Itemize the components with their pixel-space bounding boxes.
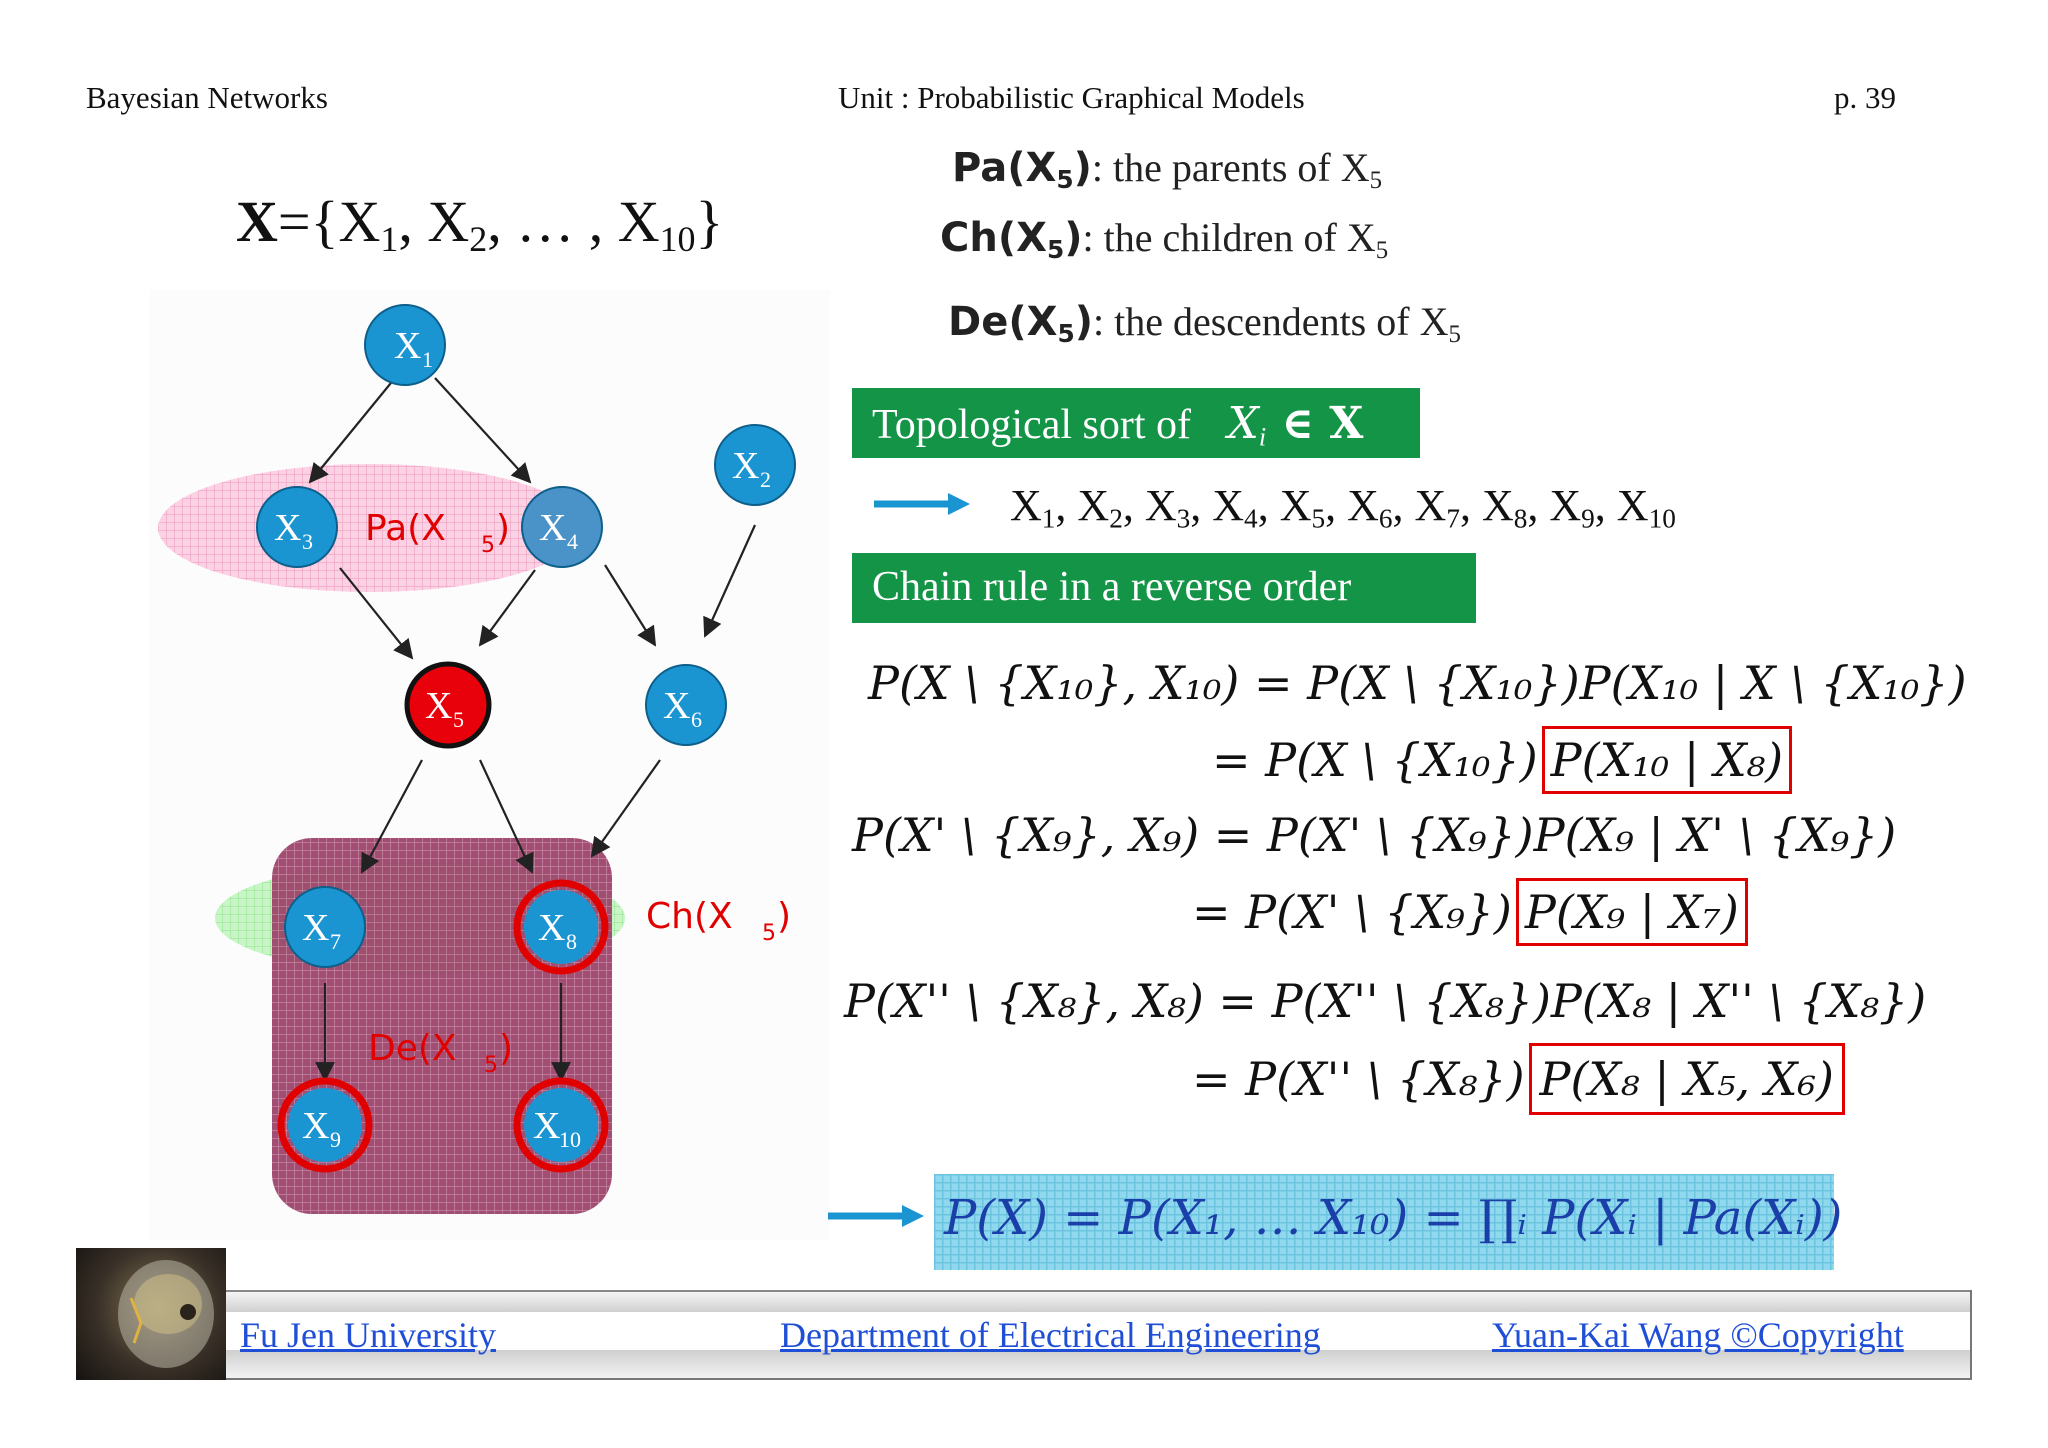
equation-1a: P(X \ {X₁₀}, X₁₀) = P(X \ {X₁₀})P(X₁₀ | …	[868, 656, 1967, 710]
svg-text:Pa(X: Pa(X	[365, 508, 446, 549]
svg-text:3: 3	[302, 529, 313, 554]
svg-text:X: X	[539, 507, 566, 549]
definition-parents: Pa(X5): the parents of X5	[952, 145, 1383, 194]
svg-text:): )	[499, 1028, 513, 1069]
svg-text:9: 9	[330, 1127, 341, 1152]
equation-1b-highlight: P(X₁₀ | X₈)	[1541, 726, 1793, 794]
topological-order: X1, X2, X3, X4, X5, X6, X7, X8, X9, X10	[1010, 480, 1676, 535]
footer-bottom-line	[226, 1378, 1972, 1380]
definition-descendents: De(X5): the descendents of X5	[948, 299, 1461, 348]
svg-text:X: X	[732, 445, 759, 487]
topo-item: X9,	[1549, 481, 1617, 534]
svg-text:5: 5	[453, 707, 464, 732]
topo-item: X4,	[1212, 481, 1280, 534]
node-x7: X 7	[284, 886, 366, 968]
topological-sort-box: Topological sort of Xi ∈ X	[852, 388, 1420, 458]
footer-bottom-bar	[226, 1350, 1972, 1380]
parents-region	[158, 464, 582, 592]
skull-logo	[76, 1248, 226, 1380]
node-x3: X 3	[256, 486, 338, 568]
svg-text:X: X	[302, 1105, 329, 1147]
node-x5: X 5	[404, 661, 492, 749]
blue-arrow-icon-2	[828, 1205, 924, 1227]
svg-text:5: 5	[762, 921, 776, 946]
svg-text:X: X	[663, 685, 690, 727]
graph-edges	[308, 377, 757, 1082]
node-x8: X 8	[513, 879, 609, 975]
definition-children: Ch(X5): the children of X5	[940, 215, 1389, 264]
equation-3b-highlight: P(X₈ | X₅, X₆)	[1528, 1043, 1845, 1115]
footer-university-link[interactable]: Fu Jen University	[240, 1315, 496, 1355]
footer-gradient-bar	[226, 1292, 1972, 1312]
svg-text:5: 5	[484, 1053, 498, 1078]
svg-text:6: 6	[691, 707, 702, 732]
svg-text:): )	[496, 508, 510, 549]
svg-text:2: 2	[760, 467, 771, 492]
chain-rule-box: Chain rule in a reverse order	[852, 553, 1476, 623]
node-x4: X 4	[521, 486, 603, 568]
topo-item: X2,	[1077, 481, 1145, 534]
svg-text:1: 1	[422, 347, 433, 372]
topo-item: X10	[1616, 481, 1676, 534]
footer-department-link[interactable]: Department of Electrical Engineering	[780, 1315, 1321, 1355]
node-x10: X 10	[513, 1077, 609, 1173]
skull-icon	[118, 1260, 214, 1368]
equation-2b-highlight: P(X₉ | X₇)	[1515, 878, 1748, 946]
svg-text:Ch(X: Ch(X	[646, 896, 733, 937]
node-x9: X 9	[277, 1077, 373, 1173]
pa-label: Pa(X 5 )	[365, 508, 510, 558]
node-x1: X 1	[364, 304, 446, 386]
topo-item: X1,	[1010, 481, 1078, 534]
svg-text:X: X	[425, 685, 452, 727]
blue-arrow-icon	[874, 493, 970, 515]
equation-1b: = P(X \ {X₁₀})P(X₁₀ | X₈)	[1212, 726, 1793, 794]
equation-2b: = P(X' \ {X₉})P(X₉ | X₇)	[1192, 878, 1748, 946]
footer-copyright-link[interactable]: Yuan-Kai Wang ©Copyright	[1492, 1315, 1904, 1355]
header-left: Bayesian Networks	[86, 80, 328, 115]
svg-text:10: 10	[559, 1127, 581, 1152]
topo-item: X5,	[1279, 481, 1348, 534]
svg-text:4: 4	[567, 529, 578, 554]
footer-right-edge	[1970, 1290, 1972, 1380]
node-x2: X 2	[714, 424, 796, 506]
svg-text:X: X	[302, 907, 329, 949]
bayesian-network-diagram: X 1 X 2 X 3 X 4 X 5 X 6 X 7 X 8 X	[150, 290, 830, 1240]
svg-text:7: 7	[330, 929, 341, 954]
topo-item: X3,	[1144, 481, 1213, 534]
topo-item: X6,	[1347, 481, 1415, 534]
topo-item: X8,	[1481, 481, 1550, 534]
equation-2a: P(X' \ {X₉}, X₉) = P(X' \ {X₉})P(X₉ | X'…	[852, 808, 1897, 862]
svg-text:): )	[777, 896, 791, 937]
svg-text:X: X	[538, 907, 565, 949]
de-label: De(X 5 )	[368, 1028, 513, 1078]
final-factorization: P(X) = P(X₁, … X₁₀) = ∏ᵢ P(Xᵢ | Pa(Xᵢ))	[934, 1174, 1842, 1270]
header-page: p. 39	[1834, 80, 1896, 115]
equation-3a: P(X'' \ {X₈}, X₈) = P(X'' \ {X₈})P(X₈ | …	[844, 974, 1927, 1028]
svg-text:8: 8	[566, 929, 577, 954]
svg-text:5: 5	[481, 533, 495, 558]
svg-text:X: X	[274, 507, 301, 549]
svg-text:X: X	[533, 1105, 560, 1147]
header-center: Unit : Probabilistic Graphical Models	[838, 80, 1305, 115]
ch-label: Ch(X 5 )	[646, 896, 791, 946]
set-definition: X={X1, X2, … , X10}	[236, 189, 724, 260]
equation-3b: = P(X'' \ {X₈})P(X₈ | X₅, X₆)	[1192, 1043, 1845, 1115]
topo-item: X7,	[1414, 481, 1482, 534]
node-x6: X 6	[645, 664, 727, 746]
svg-text:X: X	[394, 325, 421, 367]
svg-text:De(X: De(X	[368, 1028, 457, 1069]
footer-top-line	[226, 1290, 1972, 1292]
